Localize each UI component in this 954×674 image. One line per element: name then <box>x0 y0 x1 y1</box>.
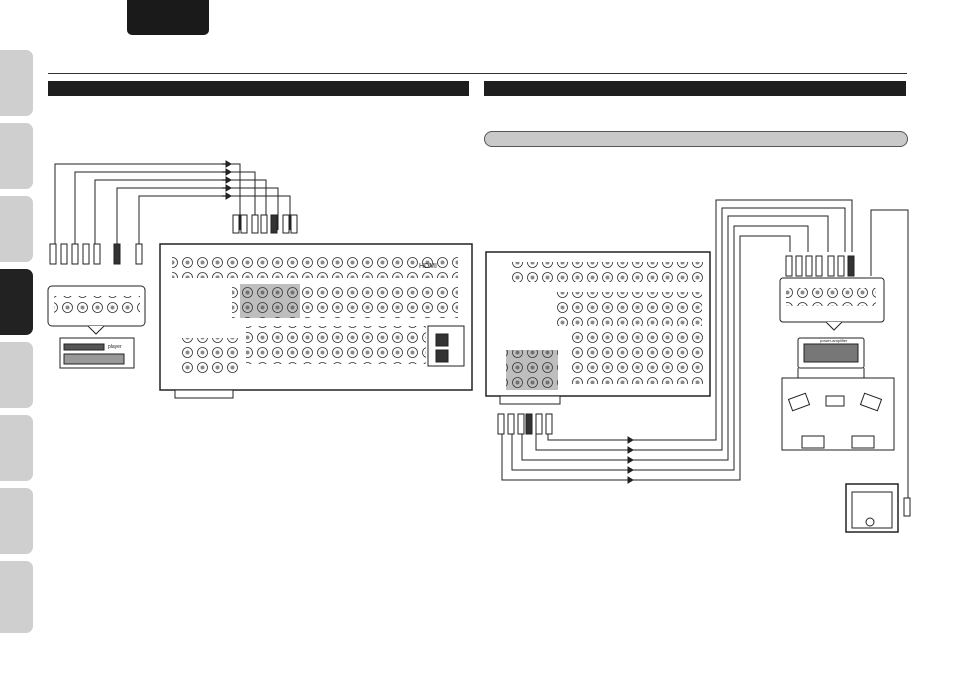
player-label: player <box>108 344 122 350</box>
amplifier-label: power-amplifier <box>820 338 848 343</box>
speaker-layout <box>781 368 895 451</box>
power-amplifier: power-amplifier <box>797 337 865 369</box>
side-tab-8[interactable] <box>0 561 33 633</box>
header-rule <box>48 73 907 74</box>
plugs-right-bottom <box>497 413 553 435</box>
subsection-title-bar <box>484 131 908 147</box>
cables-left <box>54 160 291 252</box>
player-left: player <box>47 243 146 369</box>
side-tab-1[interactable] <box>0 50 33 116</box>
side-tab-3[interactable] <box>0 196 33 262</box>
side-tab-4-active[interactable] <box>0 269 33 335</box>
section-title-bar-right <box>484 81 906 96</box>
side-tab-5[interactable] <box>0 342 33 408</box>
plugs-left-top <box>232 214 298 234</box>
amplifier-input-panel <box>779 255 885 331</box>
side-tab-7[interactable] <box>0 488 33 554</box>
section-title-bar-left <box>48 81 469 96</box>
subwoofer <box>845 483 911 533</box>
hdmi-label: HDMI <box>419 263 437 270</box>
receiver-rear-panel-left: HDMI <box>159 243 473 399</box>
receiver-rear-panel-right <box>485 251 711 405</box>
language-tab[interactable] <box>127 0 209 35</box>
cables-right <box>501 199 909 498</box>
side-tab-6[interactable] <box>0 415 33 481</box>
side-tab-2[interactable] <box>0 123 33 189</box>
